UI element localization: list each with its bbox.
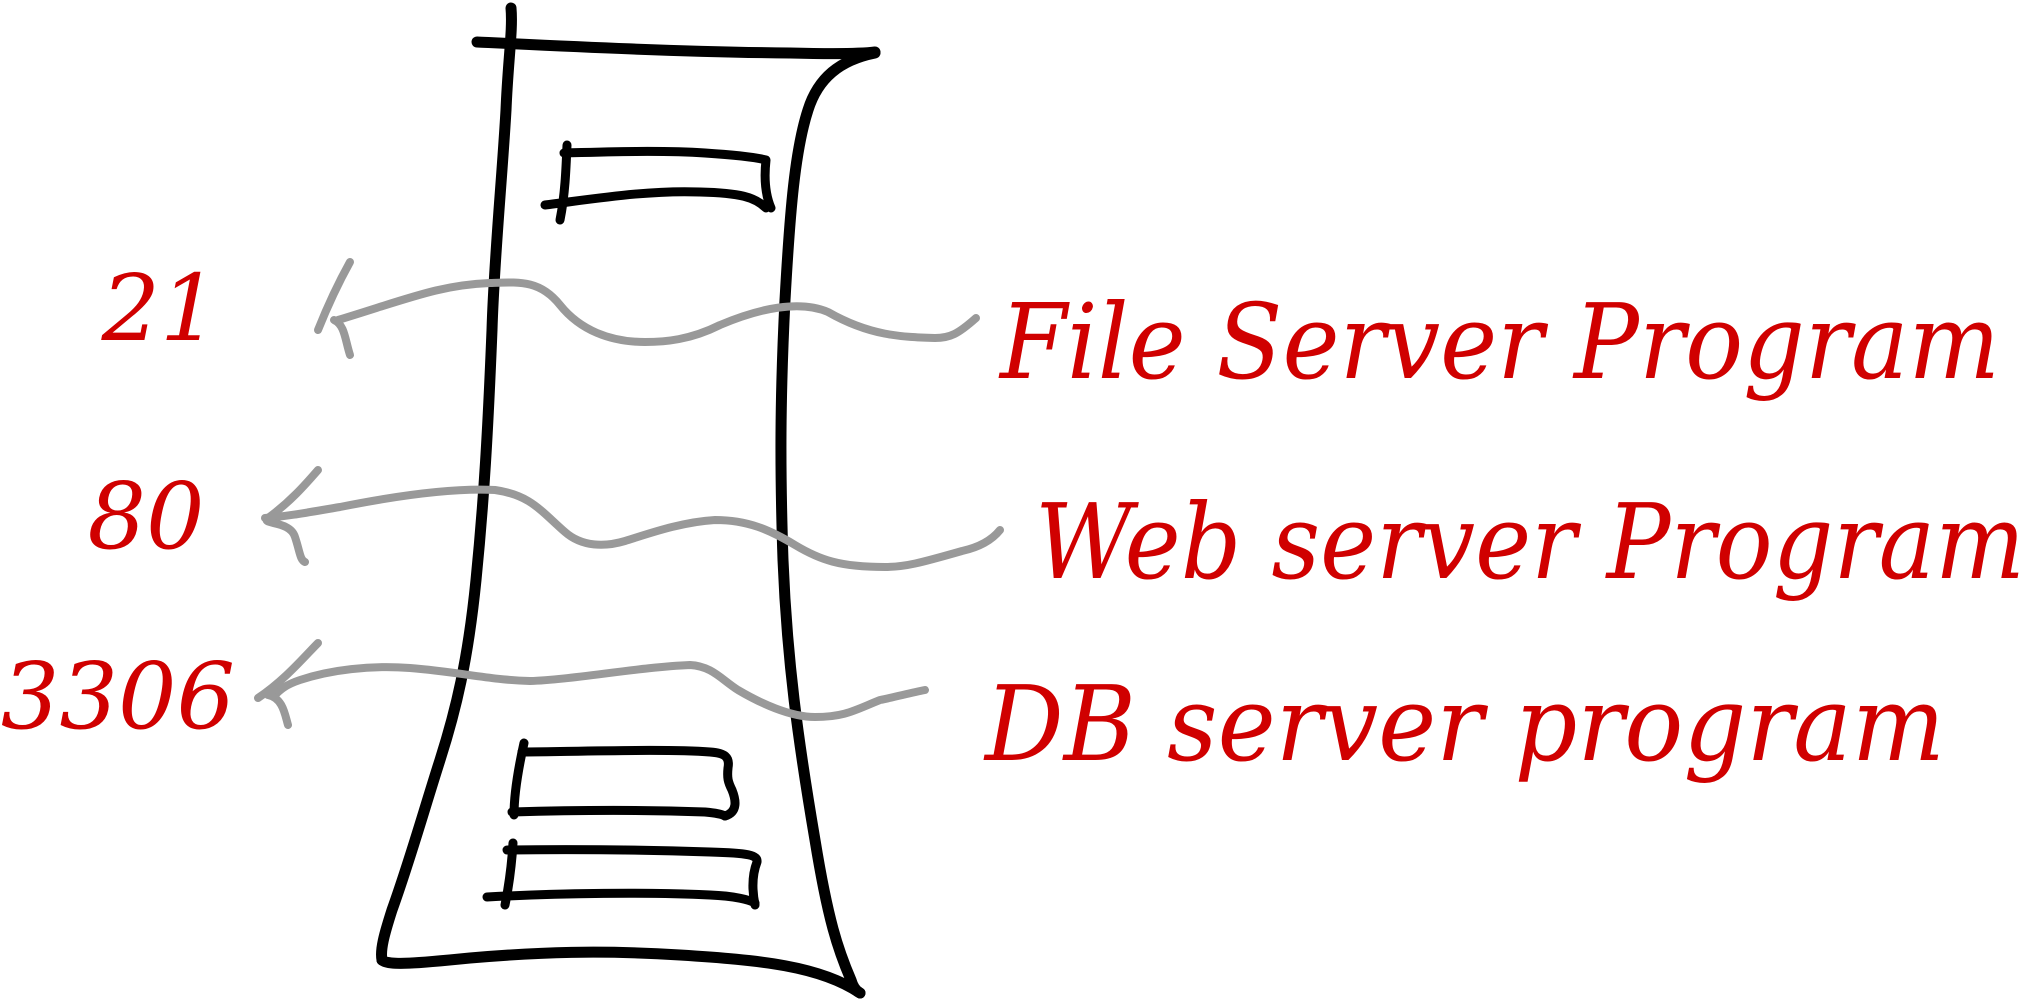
program-label-db-server: DB server program — [983, 663, 1945, 785]
port-label-80: 80 — [87, 463, 204, 570]
port-label-21: 21 — [100, 255, 218, 362]
flow-arrow-web — [261, 466, 1004, 571]
flow-arrow-file — [314, 258, 980, 359]
drive-bay-bottom-2-icon — [482, 838, 762, 910]
server-tower-icon — [376, 2, 881, 999]
port-label-3306: 3306 — [1, 643, 235, 750]
drive-bay-top-icon — [540, 140, 776, 225]
program-label-file-server: File Server Program — [998, 281, 2000, 403]
drive-bay-bottom-1-icon — [507, 738, 740, 821]
program-label-web-server: Web server Program — [1035, 481, 2025, 603]
flow-arrow-db — [254, 639, 929, 729]
